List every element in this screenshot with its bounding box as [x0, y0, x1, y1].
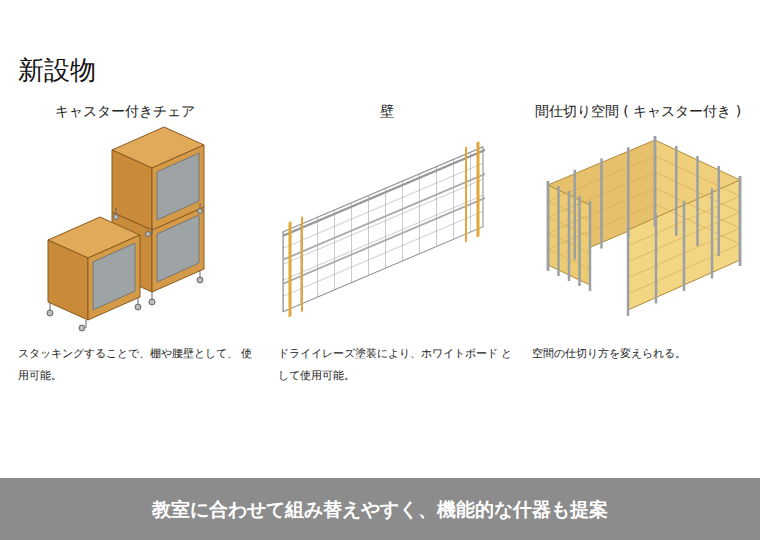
band-text: 教室に合わせて組み替えやすく、機能的な什器も提案 — [142, 496, 618, 522]
partition-post — [547, 181, 550, 271]
partition-post — [589, 201, 592, 291]
partition-post — [683, 201, 686, 291]
page-title: 新設物 — [18, 54, 96, 86]
partition-post — [675, 146, 678, 236]
description: 空間の仕切り方を変えられる。 — [532, 343, 752, 365]
partition-post — [627, 226, 630, 316]
partition-post — [557, 186, 560, 276]
column-heading: 間仕切り空間 ( キャスター付き ) — [535, 101, 741, 121]
column-heading: 壁 — [380, 101, 394, 121]
whiteboard-wall — [283, 139, 485, 320]
partition-post — [654, 136, 657, 226]
description: ドライイレーズ塗装により、ホワイトボード として使用可能。 — [278, 343, 518, 387]
partition-post — [739, 176, 742, 266]
partition-post — [578, 196, 581, 286]
partition-post — [654, 136, 657, 226]
column-heading: キャスター付きチェア — [55, 101, 195, 121]
partition-post — [711, 189, 714, 279]
partition-post — [600, 159, 603, 249]
partition-post — [627, 147, 630, 237]
caption-band: 教室に合わせて組み替えやすく、機能的な什器も提案 — [0, 478, 760, 540]
caster-chair — [47, 127, 204, 331]
partition-post — [655, 214, 658, 304]
partition-space — [548, 136, 740, 316]
partition-post — [718, 166, 721, 256]
description: スタッキングすることで、棚や腰壁として、 使用可能。 — [18, 343, 258, 387]
partition-post — [547, 181, 550, 271]
partition-post — [696, 156, 699, 246]
partition-post — [568, 191, 571, 281]
partition-post — [739, 176, 742, 266]
